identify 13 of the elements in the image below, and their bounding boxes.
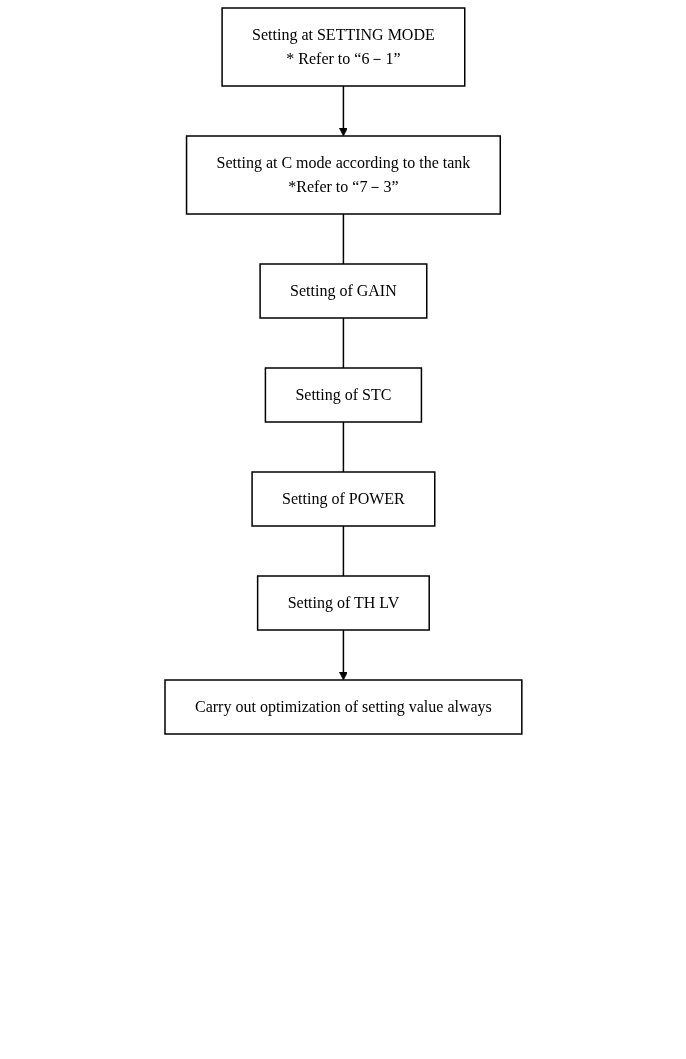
arrow: [338, 629, 348, 681]
node-box: Carry out optimization of setting value always: [163, 679, 523, 735]
connector: [342, 525, 344, 577]
node-box: Setting of GAIN: [258, 263, 428, 319]
connector: [342, 213, 344, 265]
connector: [342, 317, 344, 369]
arrow: [338, 85, 348, 137]
node-box: Setting at SETTING MODE * Refer to “6－1”: [220, 7, 466, 87]
node-box: Setting at C mode according to the tank *Refer to “7－3”: [185, 135, 501, 215]
connector: [342, 421, 344, 473]
node-box: Setting of STC: [264, 367, 422, 423]
node-box: Setting of POWER: [250, 471, 436, 527]
node-box: Setting of TH LV: [256, 575, 430, 631]
